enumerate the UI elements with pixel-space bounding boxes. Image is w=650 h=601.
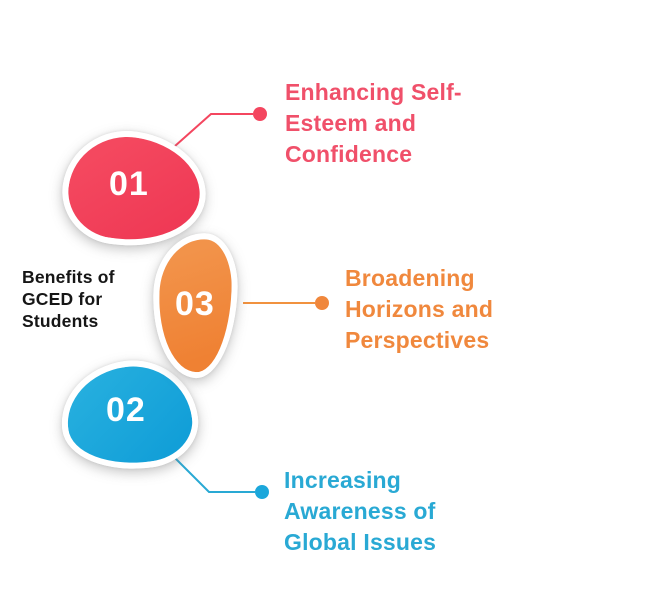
page-title: Benefits of GCED for Students (22, 267, 115, 331)
connector-line-01 (165, 113, 253, 155)
benefit-label-03: Broadening Horizons and Perspectives (345, 265, 494, 353)
connector-dot-03 (315, 296, 329, 310)
step-number-01: 01 (109, 165, 149, 203)
connector-dot-02 (255, 485, 269, 499)
step-number-03: 03 (175, 285, 215, 323)
benefit-label-02: Increasing Awareness of Global Issues (284, 467, 437, 555)
step-number-02: 02 (106, 391, 146, 429)
benefit-label-01: Enhancing Self- Esteem and Confidence (285, 79, 462, 167)
connector-dot-01 (253, 107, 267, 121)
connector-line-02 (166, 449, 255, 493)
